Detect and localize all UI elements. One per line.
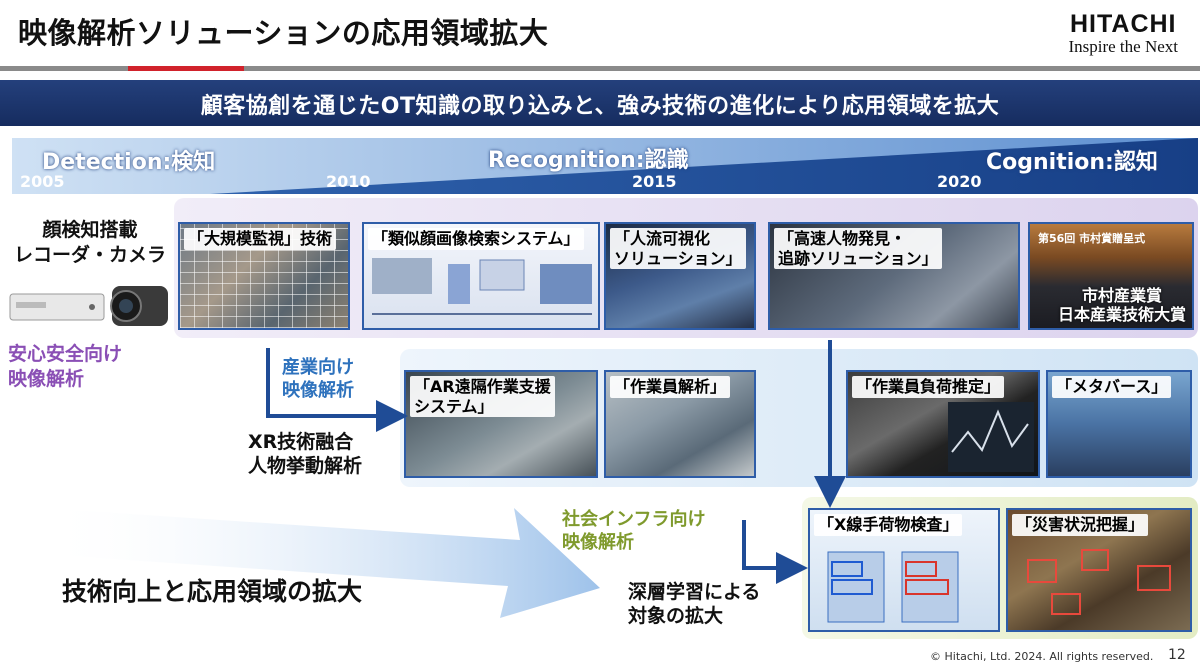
disaster-detection-boxes	[1027, 549, 1171, 615]
industry-label: 産業向け 映像解析	[282, 357, 354, 402]
photo-worker-load: 「作業員負荷推定」	[846, 370, 1040, 478]
logo-tagline: Inspire the Next	[1068, 37, 1178, 56]
timeline-wedge	[12, 138, 1198, 194]
caption-metaverse: 「メタバース」	[1052, 376, 1172, 398]
arrow-to-infrastructure-left	[742, 520, 808, 584]
header-divider	[0, 66, 1200, 71]
photo-person-tracking: 「高速人物発見・ 追跡ソリューション」	[768, 222, 1020, 330]
worker-load-graph	[948, 402, 1034, 472]
photo-people-flow: 「人流可視化 ソリューション」	[604, 222, 756, 330]
infrastructure-label: 社会インフラ向け 映像解析	[562, 509, 706, 554]
caption-face-search: 「類似顔画像検索システム」	[368, 228, 584, 250]
face-search-diagram	[372, 258, 592, 315]
photo-metaverse: 「メタバース」	[1046, 370, 1192, 478]
banner-text: 顧客協創を通じたOT知識の取り込みと、強み技術の進化により応用領域を拡大	[200, 94, 1000, 119]
page-number: 12	[1168, 647, 1186, 663]
page-title: 映像解析ソリューションの応用領域拡大	[18, 16, 549, 50]
copyright: © Hitachi, Ltd. 2024. All rights reserve…	[930, 650, 1154, 663]
year-2010: 2010	[326, 172, 371, 191]
caption-award: 市村産業賞 日本産業技術大賞	[1057, 286, 1186, 325]
message-banner: 顧客協創を通じたOT知識の取り込みと、強み技術の進化により応用領域を拡大	[0, 80, 1200, 126]
growth-arrow-text: 技術向上と応用領域の拡大	[62, 577, 363, 606]
photo-worker-analysis: 「作業員解析」	[604, 370, 756, 478]
year-2015: 2015	[632, 172, 677, 191]
timeline: Detection:検知 Recognition:認識 Cognition:認知…	[0, 134, 1200, 194]
caption-person-tracking: 「高速人物発見・ 追跡ソリューション」	[774, 228, 942, 270]
award-banner-text: 第56回 市村賞贈呈式	[1038, 232, 1146, 245]
xray-diagram	[827, 551, 959, 623]
logo-word: HITACHI	[1069, 10, 1177, 38]
year-2020: 2020	[937, 172, 982, 191]
stage-recognition: Recognition:認識	[488, 148, 689, 173]
hitachi-logo: HITACHI Inspire the Next	[1068, 10, 1178, 57]
industry-theme: XR技術融合 人物挙動解析	[248, 431, 363, 478]
photo-disaster-assessment: 「災害状況把握」	[1006, 508, 1192, 632]
caption-large-scale-monitoring: 「大規模監視」技術	[184, 228, 337, 250]
caption-worker-analysis: 「作業員解析」	[610, 376, 731, 398]
caption-people-flow: 「人流可視化 ソリューション」	[610, 228, 746, 270]
stage-detection: Detection:検知	[42, 150, 216, 175]
growth-arrow	[40, 508, 600, 618]
photo-face-search: 「類似顔画像検索システム」	[362, 222, 600, 330]
recorder-camera-image	[9, 286, 168, 326]
stage-cognition: Cognition:認知	[986, 150, 1158, 175]
caption-disaster-assessment: 「災害状況把握」	[1012, 514, 1149, 536]
device-caption: 顔検知搭載 レコーダ・カメラ	[14, 219, 167, 266]
infrastructure-theme: 深層学習による 対象の拡大	[628, 581, 761, 628]
photo-ar-remote-support: 「AR遠隔作業支援 システム」	[404, 370, 598, 478]
year-2005: 2005	[20, 172, 65, 191]
photo-award-ceremony: 第56回 市村賞贈呈式 市村産業賞 日本産業技術大賞	[1028, 222, 1194, 330]
security-purpose: 安心安全向け 映像解析	[8, 343, 123, 390]
header-accent-bar	[128, 66, 244, 71]
caption-xray-inspection: 「X線手荷物検査」	[814, 514, 963, 536]
caption-ar-remote-support: 「AR遠隔作業支援 システム」	[410, 376, 555, 418]
photo-xray-inspection: 「X線手荷物検査」	[808, 508, 1000, 632]
photo-large-scale-monitoring: 「大規模監視」技術	[178, 222, 350, 330]
caption-worker-load: 「作業員負荷推定」	[852, 376, 1005, 398]
